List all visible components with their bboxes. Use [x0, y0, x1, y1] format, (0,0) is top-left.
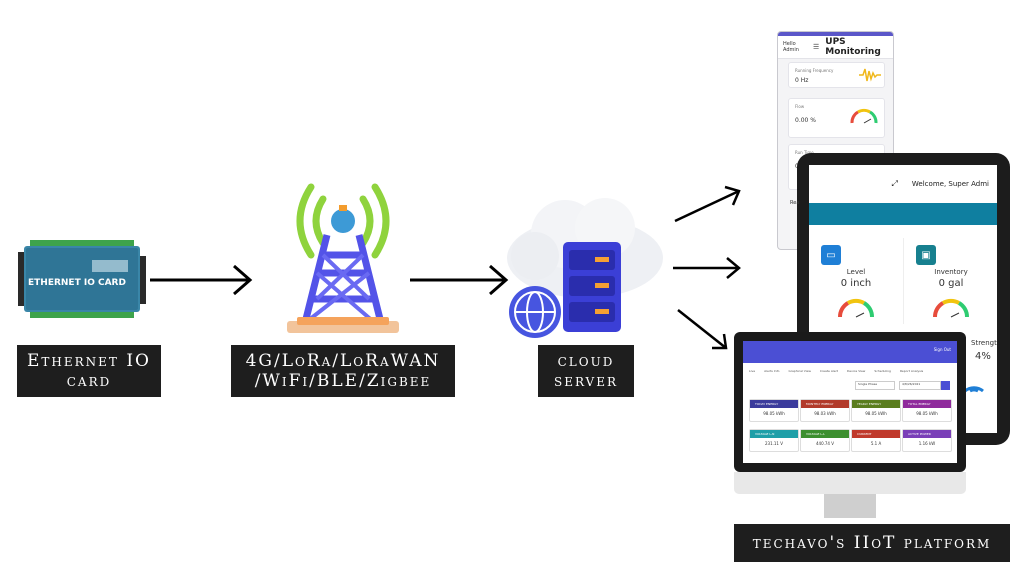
metric-value: 98.05 kWh — [763, 411, 785, 416]
metric-title: YEARLY ENERGY — [852, 400, 900, 408]
arrow-to-phone — [674, 185, 745, 229]
step-label-line2: server — [553, 371, 619, 391]
phone-card-title: Running Frequency — [795, 68, 834, 73]
tablet-partial-title: Strength — [971, 339, 997, 347]
io-card-device-text: ETHERNET IO CARD — [28, 278, 126, 288]
metric-value: 231.11 V — [764, 441, 783, 446]
expand-icon[interactable]: ⤢ — [891, 179, 898, 188]
ethernet-io-card-image — [12, 238, 147, 320]
metric-title: ACTIVE POWER — [903, 430, 951, 438]
signout-button[interactable]: Sign Out — [933, 347, 951, 352]
monitor-stand — [824, 494, 876, 518]
tile-value: 0 inch — [840, 278, 872, 289]
nav-item[interactable]: Scheduling — [874, 369, 891, 373]
step-label-line1: 4G/LoRa/LoRaWAN — [245, 351, 441, 371]
arrow-1 — [150, 262, 254, 302]
metric-value: 98.05 kWh — [865, 411, 887, 416]
date-input[interactable]: 4/8/26/2021 — [899, 381, 941, 390]
phone-card-value: 0.00 % — [795, 117, 816, 124]
metric-value: 440.74 V — [815, 441, 834, 446]
phone-card-value: 0 — [795, 163, 799, 170]
phone-card-title: Run Time — [795, 150, 814, 155]
metric-card: YEARLY ENERGY 98.05 kWh — [851, 399, 901, 422]
phone-card: Running Frequency 0 Hz — [788, 62, 885, 88]
metric-title: TODAY ENERGY — [750, 400, 798, 408]
nav-item[interactable]: Graphical View — [788, 369, 811, 373]
step-label-line1: cloud — [557, 351, 615, 371]
step-label-platform: techavo's IIoT platform — [734, 524, 1010, 562]
metric-title: TOTAL ENERGY — [903, 400, 951, 408]
tablet-partial-value: 4% — [975, 351, 991, 362]
metric-card: VOLTAGE L-N 231.11 V — [749, 429, 799, 452]
phone-side-label: Rea — [790, 200, 800, 206]
metric-card: CURRENT 5.1 A — [851, 429, 901, 452]
metric-title: MONTHLY ENERGY — [801, 400, 849, 408]
step-label-connectivity: 4G/LoRa/LoRaWAN /WiFi/BLE/Zigbee — [231, 345, 455, 397]
cloud-server-icon — [505, 190, 667, 340]
tablet-header: ⤢ Welcome, Super Admi — [809, 165, 997, 203]
desktop-monitor: Sign Out Live Alerts Info Graphical View… — [734, 332, 966, 472]
arrow-2 — [410, 262, 514, 302]
metric-card: TODAY ENERGY 98.05 kWh — [749, 399, 799, 422]
step-label-ethernet-io: Ethernet IO card — [17, 345, 161, 397]
step-label-cloud: cloud server — [538, 345, 634, 397]
step-label-line2: /WiFi/BLE/Zigbee — [254, 371, 432, 391]
wifi-icon — [964, 386, 984, 393]
phone-card-value: 0 Hz — [795, 77, 809, 84]
phase-select[interactable]: Single Phase — [855, 381, 895, 390]
step-label-line1: Ethernet IO — [27, 351, 151, 371]
nav-item[interactable]: Report Analysis — [899, 369, 924, 373]
monitor-screen: Sign Out Live Alerts Info Graphical View… — [743, 341, 957, 463]
nav-item[interactable]: Create Alert — [819, 369, 838, 373]
phone-card-title: Flow — [795, 104, 805, 109]
cell-tower-icon — [283, 175, 403, 340]
phone-card: Flow 0.00 % — [788, 98, 885, 138]
tablet-banner — [809, 203, 997, 225]
tank-icon: ▭ — [821, 245, 841, 265]
metric-card: MONTHLY ENERGY 98.03 kWh — [800, 399, 850, 422]
monitor-chin — [734, 472, 966, 494]
metric-card: TOTAL ENERGY 98.05 kWh — [902, 399, 952, 422]
menu-icon[interactable]: ☰ — [812, 43, 820, 51]
nav-item[interactable]: Alerts Info — [764, 369, 780, 373]
arrow-to-tablet — [673, 256, 745, 284]
metric-title: VOLTAGE L-L — [801, 430, 849, 438]
metric-value: 5.1 A — [870, 441, 882, 446]
gauge-icon — [837, 298, 875, 318]
arrow-to-monitor — [676, 308, 732, 358]
metric-card: ACTIVE POWER 1.16 kW — [902, 429, 952, 452]
metric-value: 98.05 kWh — [916, 411, 938, 416]
phone-greeting: Hello Admin — [783, 41, 799, 53]
search-button[interactable] — [941, 381, 950, 390]
tile-title: Inventory — [934, 268, 968, 276]
gauge-icon — [850, 108, 878, 124]
waveform-icon — [859, 68, 881, 82]
metric-value: 98.03 kWh — [814, 411, 836, 416]
metric-title: CURRENT — [852, 430, 900, 438]
metric-value: 1.16 kW — [918, 441, 936, 446]
tile-value: 0 gal — [938, 278, 964, 289]
nav-item[interactable]: Live — [749, 369, 756, 373]
tablet-welcome: Welcome, Super Admi — [911, 180, 989, 188]
monitor-nav: Live Alerts Info Graphical View Create A… — [749, 369, 923, 373]
step-label-line1: techavo's IIoT platform — [752, 533, 992, 553]
phone-header: Hello Admin ☰ UPS Monitoring — [778, 36, 893, 59]
step-label-line2: card — [66, 371, 112, 391]
phone-title: UPS Monitoring — [825, 37, 881, 57]
gauge-icon — [932, 298, 970, 318]
box-icon: ▣ — [916, 245, 936, 265]
metric-title: VOLTAGE L-N — [750, 430, 798, 438]
nav-item[interactable]: Device View — [847, 369, 866, 373]
metric-card: VOLTAGE L-L 440.74 V — [800, 429, 850, 452]
tablet-tile-inventory: ▣ Inventory 0 gal — [904, 238, 997, 324]
tablet-tile-level: ▭ Level 0 inch — [809, 238, 904, 324]
tile-title: Level — [846, 268, 866, 276]
io-card-device-icon — [18, 240, 146, 318]
